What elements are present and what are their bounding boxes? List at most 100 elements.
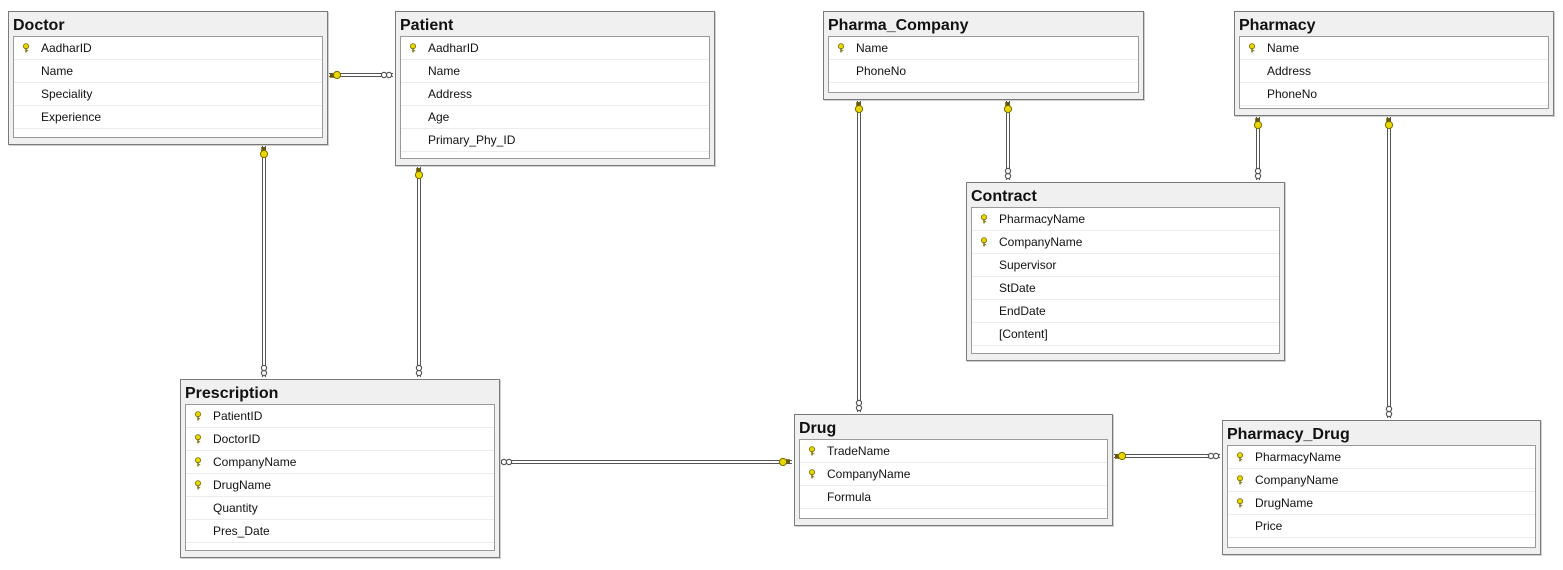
column-row[interactable]: Formula	[800, 486, 1107, 509]
many-end-infinity-icon	[500, 458, 513, 466]
key-cell	[14, 37, 38, 59]
one-end-key-icon	[854, 102, 864, 114]
primary-key-icon	[809, 446, 815, 456]
column-row[interactable]: Age	[401, 106, 709, 129]
many-end-infinity-icon	[855, 399, 863, 412]
column-row[interactable]: Quantity	[186, 497, 494, 520]
primary-key-icon	[1237, 498, 1243, 508]
column-row[interactable]: Address	[1240, 60, 1548, 83]
relationship-patient-prescription[interactable]	[414, 166, 424, 377]
key-cell	[972, 231, 996, 253]
column-name: Price	[1255, 519, 1283, 533]
many-end-infinity-icon	[260, 364, 268, 377]
column-name: DoctorID	[213, 432, 261, 446]
column-row[interactable]: AadharID	[401, 37, 709, 60]
one-end-key-icon	[778, 457, 790, 467]
relationship-pharmacy-contract[interactable]	[1253, 116, 1263, 180]
key-cell	[14, 83, 38, 105]
column-name: CompanyName	[213, 455, 297, 469]
column-row[interactable]: PhoneNo	[829, 60, 1138, 83]
column-row[interactable]: Address	[401, 83, 709, 106]
column-row[interactable]: PharmacyName	[1228, 446, 1535, 469]
column-row[interactable]: CompanyName	[1228, 469, 1535, 492]
column-name: Age	[428, 110, 450, 124]
key-cell	[1228, 446, 1252, 468]
table-title[interactable]: Doctor	[13, 17, 65, 34]
column-row[interactable]: AadharID	[14, 37, 322, 60]
column-name: Name	[41, 64, 74, 78]
key-cell	[800, 463, 824, 485]
column-name: Pres_Date	[213, 524, 270, 538]
key-cell	[401, 129, 425, 151]
column-row[interactable]: Speciality	[14, 83, 322, 106]
relationship-doctor-patient[interactable]	[328, 70, 393, 80]
column-row[interactable]: Name	[14, 60, 322, 83]
column-row[interactable]: DoctorID	[186, 428, 494, 451]
column-row[interactable]: PatientID	[186, 405, 494, 428]
relationship-pharma-company-contract[interactable]	[1003, 100, 1013, 180]
column-name: Supervisor	[999, 258, 1057, 272]
column-row[interactable]: CompanyName	[972, 231, 1279, 254]
key-cell	[186, 405, 210, 427]
primary-key-icon	[23, 43, 29, 53]
column-name: StDate	[999, 281, 1036, 295]
column-row[interactable]: DrugName	[1228, 492, 1535, 515]
column-row[interactable]: PhoneNo	[1240, 83, 1548, 106]
primary-key-icon	[981, 214, 987, 224]
column-row[interactable]: Primary_Phy_ID	[401, 129, 709, 152]
key-cell	[829, 37, 853, 59]
column-row[interactable]: Supervisor	[972, 254, 1279, 277]
column-row[interactable]: CompanyName	[186, 451, 494, 474]
relationship-pharmacy-pharmacy-drug[interactable]	[1384, 116, 1394, 418]
table-title[interactable]: Pharma_Company	[828, 17, 969, 34]
column-row[interactable]: Pres_Date	[186, 520, 494, 543]
column-row[interactable]: [Content]	[972, 323, 1279, 346]
key-cell	[829, 60, 853, 82]
column-row[interactable]: DrugName	[186, 474, 494, 497]
column-row[interactable]: PharmacyName	[972, 208, 1279, 231]
relationship-doctor-prescription[interactable]	[259, 145, 269, 377]
table-title[interactable]: Contract	[971, 188, 1037, 205]
column-row[interactable]: Name	[401, 60, 709, 83]
key-cell	[1228, 469, 1252, 491]
relationship-drug-pharmacy-drug[interactable]	[1113, 451, 1220, 461]
column-name: PharmacyName	[999, 212, 1086, 226]
column-row[interactable]: StDate	[972, 277, 1279, 300]
primary-key-icon	[410, 43, 416, 53]
key-cell	[186, 451, 210, 473]
column-row[interactable]: TradeName	[800, 440, 1107, 463]
relationship-pharma-company-drug[interactable]	[854, 100, 864, 412]
table-title[interactable]: Patient	[400, 17, 454, 34]
key-cell	[972, 208, 996, 230]
column-row[interactable]: Name	[1240, 37, 1548, 60]
table-title[interactable]: Drug	[799, 420, 837, 437]
column-name: Name	[1267, 41, 1300, 55]
column-row[interactable]: Name	[829, 37, 1138, 60]
column-row[interactable]: Experience	[14, 106, 322, 129]
relationship-drug-prescription[interactable]	[500, 457, 792, 467]
column-name: [Content]	[999, 327, 1048, 341]
table-title[interactable]: Pharmacy_Drug	[1227, 426, 1350, 443]
key-cell	[401, 83, 425, 105]
primary-key-icon	[838, 43, 844, 53]
column-row[interactable]: Price	[1228, 515, 1535, 538]
key-cell	[1228, 515, 1252, 537]
many-end-infinity-icon	[1207, 452, 1220, 460]
primary-key-icon	[195, 411, 201, 421]
key-cell	[800, 486, 824, 508]
table-title[interactable]: Prescription	[185, 385, 279, 402]
table-title[interactable]: Pharmacy	[1239, 17, 1316, 34]
column-row[interactable]: EndDate	[972, 300, 1279, 323]
column-row[interactable]: CompanyName	[800, 463, 1107, 486]
column-name: Experience	[41, 110, 102, 124]
